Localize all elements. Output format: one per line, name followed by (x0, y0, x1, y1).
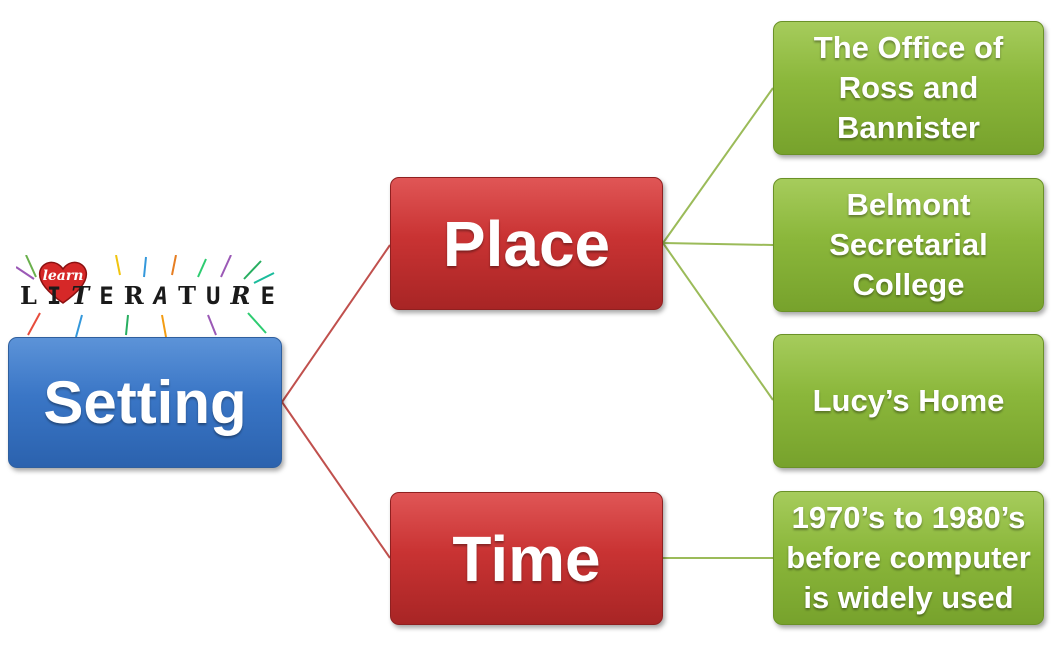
leaf-node-college: Belmont Secretarial College (773, 178, 1044, 312)
connector-setting-time (281, 401, 391, 559)
logo-letter: A (153, 282, 170, 310)
logo-letter: T (178, 281, 197, 310)
connector-setting-place (281, 244, 391, 403)
logo-letter: E (260, 282, 276, 310)
connector-place-home (662, 242, 774, 401)
logo-letter: E (99, 282, 115, 310)
connector-place-college (662, 242, 774, 246)
leaf-node-office: The Office of Ross and Bannister (773, 21, 1044, 155)
logo-letter: L (20, 281, 38, 310)
leaf-node-home: Lucy’s Home (773, 334, 1044, 468)
logo-splash-rays (16, 255, 275, 337)
branch-node-place: Place (390, 177, 663, 310)
leaf-node-era: 1970’s to 1980’s before computer is wide… (773, 491, 1044, 625)
connector-place-office (662, 87, 774, 244)
logo-letter: I (46, 282, 63, 310)
heart-icon (38, 261, 88, 304)
logo-letter: R (123, 281, 145, 310)
branch-node-time: Time (390, 492, 663, 625)
learn-literature-logo: learn L I T E R A T U R E (16, 255, 278, 337)
logo-letter: R (230, 281, 252, 310)
logo-small-word: learn (42, 268, 84, 284)
logo-word: L I T E R A T U R E (20, 281, 276, 310)
logo-letter: U (206, 282, 222, 310)
logo-letter: T (71, 281, 91, 310)
root-node-setting: Setting (8, 337, 282, 468)
